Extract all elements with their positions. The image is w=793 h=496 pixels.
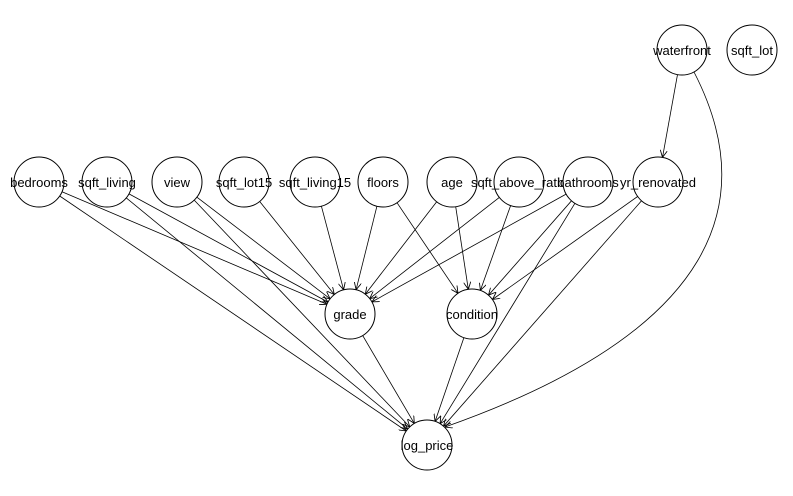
node-label: sqft_living15 bbox=[279, 175, 351, 190]
node-label: sqft_lot bbox=[731, 43, 773, 58]
node-yr_renovated: yr_renovated bbox=[620, 156, 696, 208]
node-label: waterfront bbox=[652, 43, 711, 58]
nodes-layer: bedrooms sqft_living view sqft_lot15 sqft_li… bbox=[10, 24, 778, 471]
edge-sqft_living15-to-grade bbox=[321, 206, 343, 290]
node-label: sqft_above_ratio bbox=[471, 175, 567, 190]
edge-waterfront-to-log_price bbox=[445, 71, 723, 427]
node-label: age bbox=[441, 175, 463, 190]
node-circle bbox=[726, 24, 778, 76]
edges-layer bbox=[59, 71, 723, 431]
edge-age-to-condition bbox=[455, 206, 469, 290]
node-log_price: log_price bbox=[401, 419, 454, 471]
node-label: bathrooms bbox=[557, 175, 619, 190]
node-circle bbox=[357, 156, 409, 208]
edge-yr_renovated-to-condition bbox=[492, 196, 638, 300]
node-condition: condition bbox=[446, 288, 498, 340]
edge-age-to-grade bbox=[365, 201, 438, 294]
node-circle bbox=[324, 288, 376, 340]
node-circle bbox=[289, 156, 341, 208]
edge-sqft_living-to-log_price bbox=[126, 197, 407, 429]
edge-floors-to-grade bbox=[356, 206, 378, 289]
edge-view-to-log_price bbox=[193, 199, 410, 427]
node-sqft_living: sqft_living bbox=[78, 156, 136, 208]
node-label: log_price bbox=[401, 438, 454, 453]
node-bedrooms: bedrooms bbox=[10, 156, 68, 208]
edge-bedrooms-to-log_price bbox=[59, 195, 407, 431]
node-label: yr_renovated bbox=[620, 175, 696, 190]
node-label: sqft_lot15 bbox=[216, 175, 272, 190]
edge-floors-to-condition bbox=[396, 202, 458, 294]
node-circle bbox=[218, 156, 270, 208]
node-waterfront: waterfront bbox=[652, 24, 711, 76]
node-floors: floors bbox=[357, 156, 409, 208]
edge-sqft_lot15-to-grade bbox=[259, 201, 335, 295]
edge-bathrooms-to-grade bbox=[372, 193, 567, 302]
node-label: floors bbox=[367, 175, 399, 190]
node-label: bedrooms bbox=[10, 175, 68, 190]
node-circle bbox=[81, 156, 133, 208]
edge-sqft_above_ratio-to-grade bbox=[370, 197, 500, 298]
node-circle bbox=[562, 156, 614, 208]
node-label: grade bbox=[333, 307, 366, 322]
node-label: condition bbox=[446, 307, 498, 322]
edge-sqft_living-to-grade bbox=[128, 193, 328, 302]
edge-grade-to-log_price bbox=[362, 335, 415, 424]
node-label: sqft_living bbox=[78, 175, 136, 190]
node-grade: grade bbox=[324, 288, 376, 340]
node-circle bbox=[493, 156, 545, 208]
node-circle bbox=[13, 156, 65, 208]
edge-waterfront-to-yr_renovated bbox=[663, 74, 678, 158]
edge-view-to-grade bbox=[196, 196, 330, 299]
edge-yr_renovated-to-log_price bbox=[444, 200, 642, 426]
node-label: view bbox=[164, 175, 191, 190]
node-view: view bbox=[151, 156, 203, 208]
node-age: age bbox=[426, 156, 478, 208]
node-circle bbox=[446, 288, 498, 340]
edge-sqft_above_ratio-to-condition bbox=[480, 205, 511, 291]
node-sqft_living15: sqft_living15 bbox=[279, 156, 351, 208]
edge-condition-to-log_price bbox=[435, 337, 465, 422]
node-circle bbox=[426, 156, 478, 208]
node-circle bbox=[656, 24, 708, 76]
node-bathrooms: bathrooms bbox=[557, 156, 619, 208]
edge-bathrooms-to-log_price bbox=[440, 203, 576, 423]
node-sqft_above_ratio: sqft_above_ratio bbox=[471, 156, 567, 208]
node-circle bbox=[632, 156, 684, 208]
edge-bathrooms-to-condition bbox=[489, 200, 572, 295]
node-circle bbox=[151, 156, 203, 208]
edge-bedrooms-to-grade bbox=[61, 191, 327, 304]
node-sqft_lot: sqft_lot bbox=[726, 24, 778, 76]
node-sqft_lot15: sqft_lot15 bbox=[216, 156, 272, 208]
node-circle bbox=[401, 419, 453, 471]
